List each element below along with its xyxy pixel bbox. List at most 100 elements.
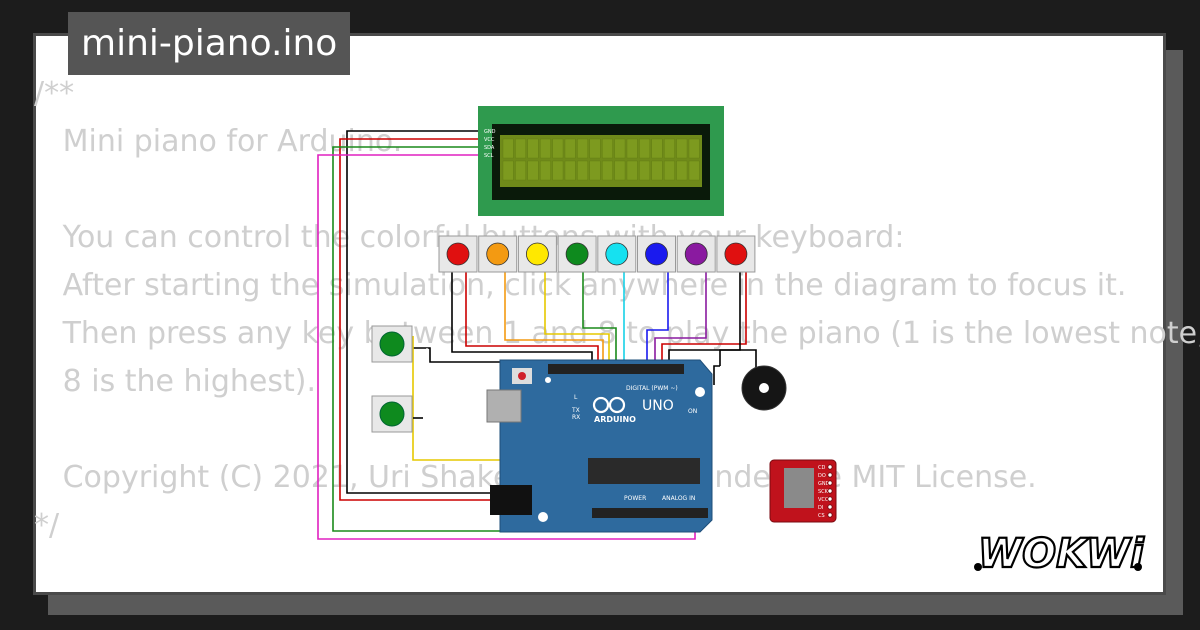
button-cap[interactable] bbox=[565, 242, 589, 266]
lcd-char-cell bbox=[614, 160, 626, 181]
wire-btn-gnd bbox=[668, 272, 741, 366]
lcd-char-cell bbox=[552, 160, 564, 181]
button-cap[interactable] bbox=[605, 242, 629, 266]
sd-pin-hole bbox=[827, 464, 833, 470]
wire-btn7 bbox=[654, 272, 707, 366]
code-comment: /** Mini piano for Arduino. You can cont… bbox=[34, 70, 1200, 550]
lcd-char-cell bbox=[527, 138, 539, 159]
button-cap[interactable] bbox=[684, 242, 708, 266]
button-cap[interactable] bbox=[724, 242, 748, 266]
file-title-tab: mini-piano.ino bbox=[68, 12, 351, 75]
wire-btn8 bbox=[661, 272, 747, 366]
sd-pin-label: CD bbox=[818, 465, 825, 471]
lcd-char-cell bbox=[602, 160, 613, 181]
lcd-char-cell bbox=[577, 138, 589, 159]
lcd-char-cell bbox=[502, 138, 514, 159]
wire-buzzer2 bbox=[713, 365, 720, 385]
rx-label: RX bbox=[572, 414, 580, 421]
piano-key-button-4[interactable] bbox=[557, 235, 597, 273]
lcd-char-cell bbox=[589, 160, 601, 181]
mount-hole bbox=[695, 387, 705, 397]
infinity-logo bbox=[592, 396, 626, 414]
lcd-char-cell bbox=[540, 160, 551, 181]
wokwi-logo-text: WOKWi bbox=[978, 531, 1145, 577]
sd-pin-label: VCC bbox=[818, 497, 829, 503]
piano-buttons[interactable] bbox=[438, 235, 756, 273]
side-button-1[interactable] bbox=[371, 325, 413, 363]
reset-button-cap[interactable] bbox=[518, 372, 526, 380]
button-cap[interactable] bbox=[486, 242, 510, 266]
code-line: */ bbox=[34, 508, 60, 543]
wire-btn6 bbox=[646, 272, 669, 366]
button-cap[interactable] bbox=[645, 242, 668, 266]
lcd-char-cell bbox=[589, 138, 601, 159]
lcd-char-cell bbox=[515, 160, 527, 181]
lcd-char-cell bbox=[676, 160, 688, 181]
sd-slot bbox=[784, 468, 814, 508]
lcd-char-cell bbox=[540, 138, 551, 159]
side-button-cap[interactable] bbox=[379, 331, 405, 357]
lcd-display[interactable]: GND VCC SDA SCL bbox=[478, 106, 724, 216]
lcd-char-cell bbox=[688, 138, 700, 159]
lcd-char-cell bbox=[651, 160, 663, 181]
sd-pin-hole bbox=[827, 504, 833, 510]
piano-key-button-8[interactable] bbox=[716, 235, 756, 273]
lcd-char-cell bbox=[527, 160, 539, 181]
power-jack bbox=[490, 485, 532, 515]
sd-pin-hole bbox=[827, 512, 833, 518]
lcd-char-cell bbox=[626, 138, 638, 159]
lcd-char-cell bbox=[515, 138, 527, 159]
side-button-2[interactable] bbox=[371, 395, 413, 433]
logo-dot bbox=[974, 563, 982, 571]
board-model-label: UNO bbox=[642, 398, 674, 414]
sd-pin-label: CS bbox=[818, 513, 825, 519]
sd-pin-label: DO bbox=[818, 473, 826, 479]
usb-port bbox=[486, 389, 522, 423]
piano-key-button-6[interactable] bbox=[637, 235, 676, 273]
lcd-pin-vcc: VCC bbox=[484, 137, 495, 143]
button-cap[interactable] bbox=[446, 242, 470, 266]
wire-btn1 bbox=[451, 272, 593, 366]
board-maker-label: ARDUINO bbox=[594, 415, 636, 424]
lcd-char-cell bbox=[577, 160, 589, 181]
power-label: POWER bbox=[624, 495, 646, 502]
code-line: Then press any key between 1 and 8 to pl… bbox=[34, 316, 1200, 351]
piano-key-button-5[interactable] bbox=[597, 235, 637, 273]
button-cap[interactable] bbox=[526, 242, 549, 266]
lcd-char-cell bbox=[602, 138, 613, 159]
sd-pin-hole bbox=[827, 480, 833, 486]
sd-pin-hole bbox=[827, 472, 833, 478]
analog-in-label: ANALOG IN bbox=[662, 495, 695, 502]
lcd-char-cell bbox=[639, 138, 651, 159]
piano-key-button-3[interactable] bbox=[517, 235, 557, 273]
piano-key-button-2[interactable] bbox=[478, 235, 518, 273]
sd-pin-label: DI bbox=[818, 505, 823, 511]
sd-card-module[interactable]: CD DO GND SCK VCC DI CS bbox=[769, 459, 837, 523]
lcd-cells bbox=[502, 138, 700, 181]
board-pcb bbox=[499, 359, 713, 533]
code-line: Mini piano for Arduino. bbox=[34, 124, 403, 159]
side-button-cap[interactable] bbox=[379, 401, 405, 427]
sd-pin-label: SCK bbox=[818, 489, 829, 495]
tx-label: TX bbox=[571, 407, 580, 414]
sd-pin-hole bbox=[827, 496, 833, 502]
piezo-buzzer[interactable] bbox=[741, 365, 787, 411]
digital-header bbox=[548, 364, 684, 374]
piano-key-button-7[interactable] bbox=[676, 235, 716, 273]
power-header bbox=[592, 508, 612, 518]
digital-pins-label: DIGITAL (PWM ~) bbox=[626, 385, 678, 392]
logo-dot bbox=[1134, 563, 1142, 571]
sd-pin-hole bbox=[827, 488, 833, 494]
buzzer-hole bbox=[759, 383, 769, 393]
lcd-char-cell bbox=[626, 160, 638, 181]
code-line: Copyright (C) 2021, Uri Shaked. Released… bbox=[62, 460, 1037, 495]
code-line: /** bbox=[34, 76, 75, 111]
code-line: After starting the simulation, click any… bbox=[34, 268, 1127, 303]
wokwi-logo: WOKWi bbox=[974, 530, 1146, 578]
sd-pin-label: GND bbox=[818, 481, 830, 487]
sd-pins: CD DO GND SCK VCC DI CS bbox=[818, 464, 833, 519]
piano-key-button-1[interactable] bbox=[438, 235, 478, 273]
arduino-uno-board[interactable]: UNO ARDUINO DIGITAL (PWM ~) POWER ANALOG… bbox=[486, 359, 713, 533]
lcd-char-cell bbox=[614, 138, 626, 159]
